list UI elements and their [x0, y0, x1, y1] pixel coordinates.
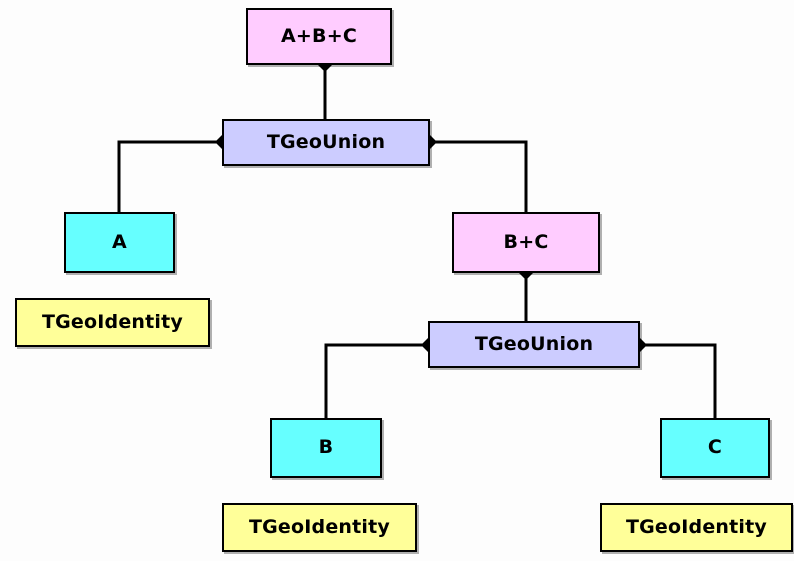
- node-label: A+B+C: [281, 24, 357, 47]
- node-label: TGeoIdentity: [625, 515, 768, 538]
- node-label: TGeoIdentity: [248, 515, 391, 538]
- node-shape-c[interactable]: C: [660, 418, 770, 478]
- node-a-plus-b-plus-c[interactable]: A+B+C: [246, 8, 392, 65]
- edge-union2-b: [324, 343, 428, 418]
- node-label: C: [707, 436, 723, 459]
- edge-union1-bc: [430, 140, 528, 212]
- node-tgeoidentity-a[interactable]: TGeoIdentity: [15, 298, 210, 347]
- edge-union1-a: [117, 140, 222, 212]
- node-label: TGeoUnion: [474, 332, 594, 355]
- node-shape-a[interactable]: A: [64, 212, 175, 273]
- node-label: B: [318, 436, 334, 459]
- node-label: TGeoIdentity: [41, 310, 184, 333]
- node-tgeounion-bottom[interactable]: TGeoUnion: [428, 321, 640, 368]
- node-label: B+C: [503, 230, 549, 253]
- node-tgeounion-top[interactable]: TGeoUnion: [222, 119, 430, 166]
- node-label: A: [112, 230, 127, 253]
- node-shape-b[interactable]: B: [270, 418, 382, 478]
- node-tgeoidentity-c[interactable]: TGeoIdentity: [600, 503, 793, 552]
- node-b-plus-c[interactable]: B+C: [452, 212, 600, 273]
- node-label: TGeoUnion: [266, 130, 386, 153]
- node-tgeoidentity-b[interactable]: TGeoIdentity: [222, 503, 417, 552]
- edge-union2-c: [640, 343, 717, 418]
